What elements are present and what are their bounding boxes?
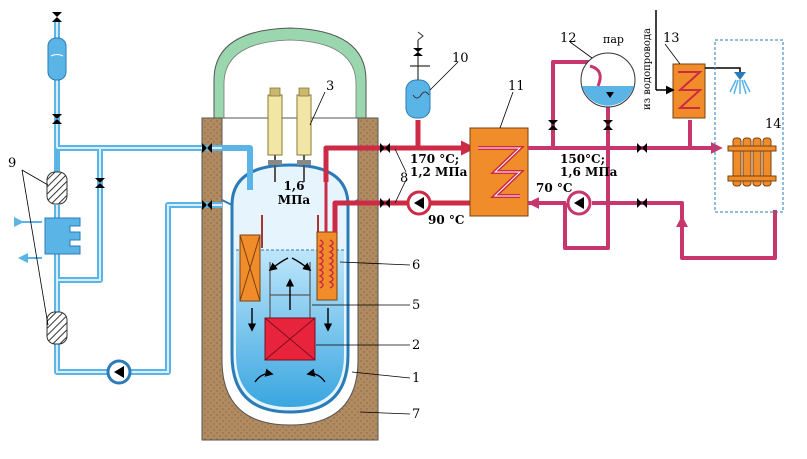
label-11: 11 (508, 79, 525, 94)
label-6: 6 (412, 258, 421, 273)
valve-top (52, 12, 62, 22)
valve-shaft-lower (202, 200, 212, 210)
primary-return-temp: 90 °C (428, 213, 465, 227)
valve-primary-return (380, 198, 390, 208)
label-8: 8 (400, 171, 409, 186)
label-14: 14 (765, 117, 782, 132)
control-rod-drive-right (296, 94, 312, 156)
cooling-loop-inner (56, 20, 222, 373)
secondary-heat-loop (528, 60, 777, 260)
expansion-tank (47, 37, 67, 81)
label-12: 12 (560, 31, 577, 46)
core-cross (264, 317, 316, 361)
label-2: 2 (412, 338, 421, 353)
primary-pump-arrow-icon (414, 197, 424, 209)
drive-flange-right (297, 160, 311, 165)
label-10: 10 (452, 51, 469, 66)
drive-cap-right (298, 87, 310, 97)
vent-valve (413, 48, 423, 56)
pressurizer (405, 79, 431, 119)
valve-primary-supply (380, 143, 390, 153)
secondary-out-temp: 150°C; (560, 152, 606, 166)
filter-lower (46, 311, 68, 345)
valve-shaft-upper (202, 143, 212, 153)
valve-secondary-return (637, 198, 647, 208)
primary-out-pressure: 1,2 МПа (410, 165, 468, 179)
hx-left-cross (239, 234, 261, 302)
radiator-icon (727, 137, 777, 187)
tank-level (50, 54, 64, 57)
filter-upper (46, 171, 68, 205)
shower-pipe (705, 67, 741, 72)
water-supply-label: из водопровода (642, 28, 653, 110)
cooling-pump-arrow-icon (114, 366, 124, 378)
drive-cap-left (269, 87, 281, 97)
flow-arrow-left (268, 257, 289, 272)
heater-coil (677, 71, 703, 109)
drum-inlet (589, 64, 602, 87)
drum-outlet-arrow (606, 92, 614, 98)
secondary-out-pressure: 1,6 МПа (560, 165, 618, 179)
air-cooler (44, 217, 81, 255)
secondary-pump-arrow-icon (574, 197, 584, 209)
flow-arrow-bottom-right (306, 368, 326, 383)
steam-label: пар (603, 33, 624, 46)
shower-spray (729, 79, 751, 95)
label-3: 3 (326, 79, 335, 94)
flow-arrow-right (291, 257, 312, 272)
shower-icon (734, 72, 746, 80)
hx-right-coil (318, 239, 324, 289)
containment-inner (223, 39, 357, 119)
control-rod-drive-left (267, 94, 283, 156)
drive-flange-left (268, 160, 282, 165)
safety-valve-icon (417, 31, 424, 41)
primary-out-temp: 170 °C; (410, 152, 460, 166)
label-13: 13 (663, 31, 680, 46)
reactor-pressure-unit: МПа (277, 193, 311, 207)
steam-drum-water (582, 86, 634, 106)
valve-bypass (95, 178, 105, 188)
flow-arrow-bottom-left (254, 368, 274, 383)
valve-drum-right (603, 120, 613, 130)
callout-leaders (21, 41, 681, 415)
reactor-pressure-value: 1,6 (283, 179, 305, 193)
pressurizer-heater (412, 91, 430, 99)
label-1: 1 (412, 371, 421, 386)
label-5: 5 (412, 298, 421, 313)
label-9: 9 (8, 156, 17, 171)
secondary-return-temp: 70 °C (536, 181, 573, 195)
label-7: 7 (412, 407, 421, 422)
hx-coil-highlight (478, 147, 522, 197)
valve-drum-left (548, 120, 558, 130)
internal-heat-exchanger-right (316, 231, 338, 301)
hx-right-coil-2 (328, 239, 334, 289)
valve-secondary-supply (637, 143, 647, 153)
valve-mid (52, 114, 62, 124)
